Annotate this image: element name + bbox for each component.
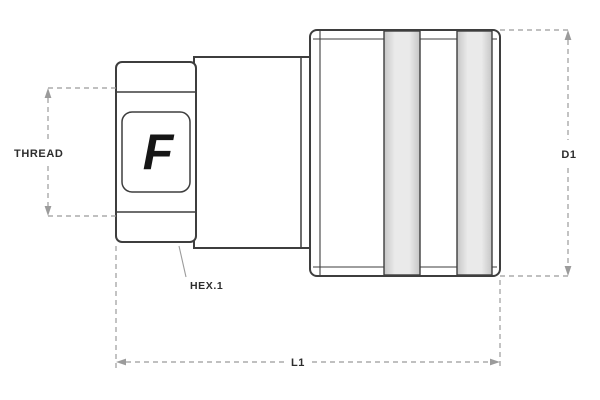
d1-arrow-up xyxy=(564,30,572,40)
brand-logo-letter: F xyxy=(143,124,175,180)
l1-dimension-label: L1 xyxy=(291,357,305,369)
grip-band-right xyxy=(456,30,493,276)
thread-dimension-label: THREAD xyxy=(14,148,63,160)
callout-hex1: HEX.1 xyxy=(178,245,223,292)
coupling-neck xyxy=(193,56,313,249)
coupling-sleeve xyxy=(309,29,501,277)
d1-dimension-label: D1 xyxy=(561,149,576,161)
d1-arrow-down xyxy=(564,266,572,276)
dimension-thread: THREAD xyxy=(14,87,116,217)
l1-arrow-right xyxy=(490,358,500,366)
hex1-leader-line xyxy=(178,245,187,278)
hex-nut: F xyxy=(115,61,197,243)
thread-arrow-up xyxy=(44,88,52,98)
dimension-d1: D1 xyxy=(500,29,576,277)
l1-arrow-left xyxy=(116,358,126,366)
thread-arrow-down xyxy=(44,206,52,216)
logo-plate xyxy=(121,111,191,193)
grip-band-left xyxy=(383,30,421,276)
neck-body xyxy=(193,56,313,249)
dimension-l1: L1 xyxy=(115,246,501,369)
hex1-callout-label: HEX.1 xyxy=(190,280,223,292)
